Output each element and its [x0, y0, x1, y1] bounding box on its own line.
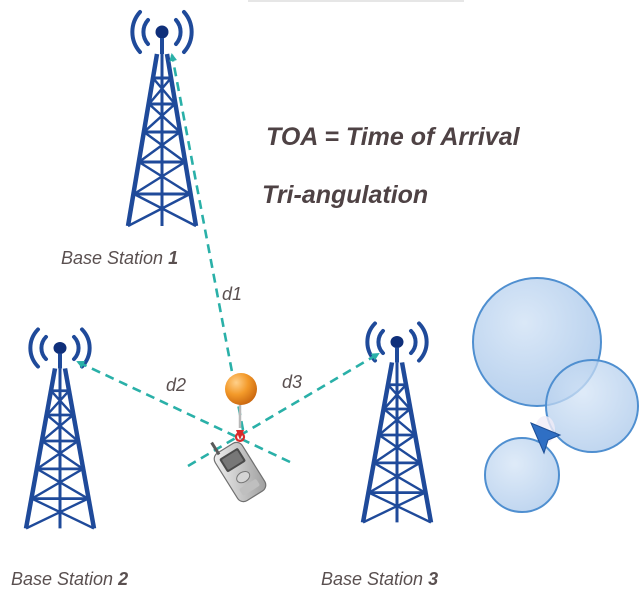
target-ball — [225, 373, 257, 405]
station-label-3: Base Station 3 — [321, 569, 438, 589]
mobile-phone-icon — [210, 441, 267, 503]
location-pointer-icon — [530, 422, 562, 455]
distance-label-d2: d2 — [166, 375, 186, 395]
distance-line-d2 — [76, 360, 291, 464]
top-edge-fragment — [248, 0, 464, 2]
diagram-subtitle: Tri-angulation — [262, 181, 428, 209]
distance-line-d3 — [187, 352, 380, 468]
radio-tower-icon — [128, 12, 196, 226]
radio-tower-icon — [26, 329, 94, 528]
triangulation-circles — [472, 277, 639, 513]
radio-tower-icon — [363, 323, 431, 522]
distance-line-d1 — [169, 53, 245, 431]
station-label-1: Base Station 1 — [61, 248, 178, 268]
distance-label-d3: d3 — [282, 372, 302, 392]
station-label-2: Base Station 2 — [11, 569, 128, 589]
distance-lines — [76, 53, 380, 468]
distance-label-d1: d1 — [222, 284, 242, 304]
diagram-title: TOA = Time of Arrival — [266, 123, 521, 151]
location-target-marker — [225, 373, 257, 443]
